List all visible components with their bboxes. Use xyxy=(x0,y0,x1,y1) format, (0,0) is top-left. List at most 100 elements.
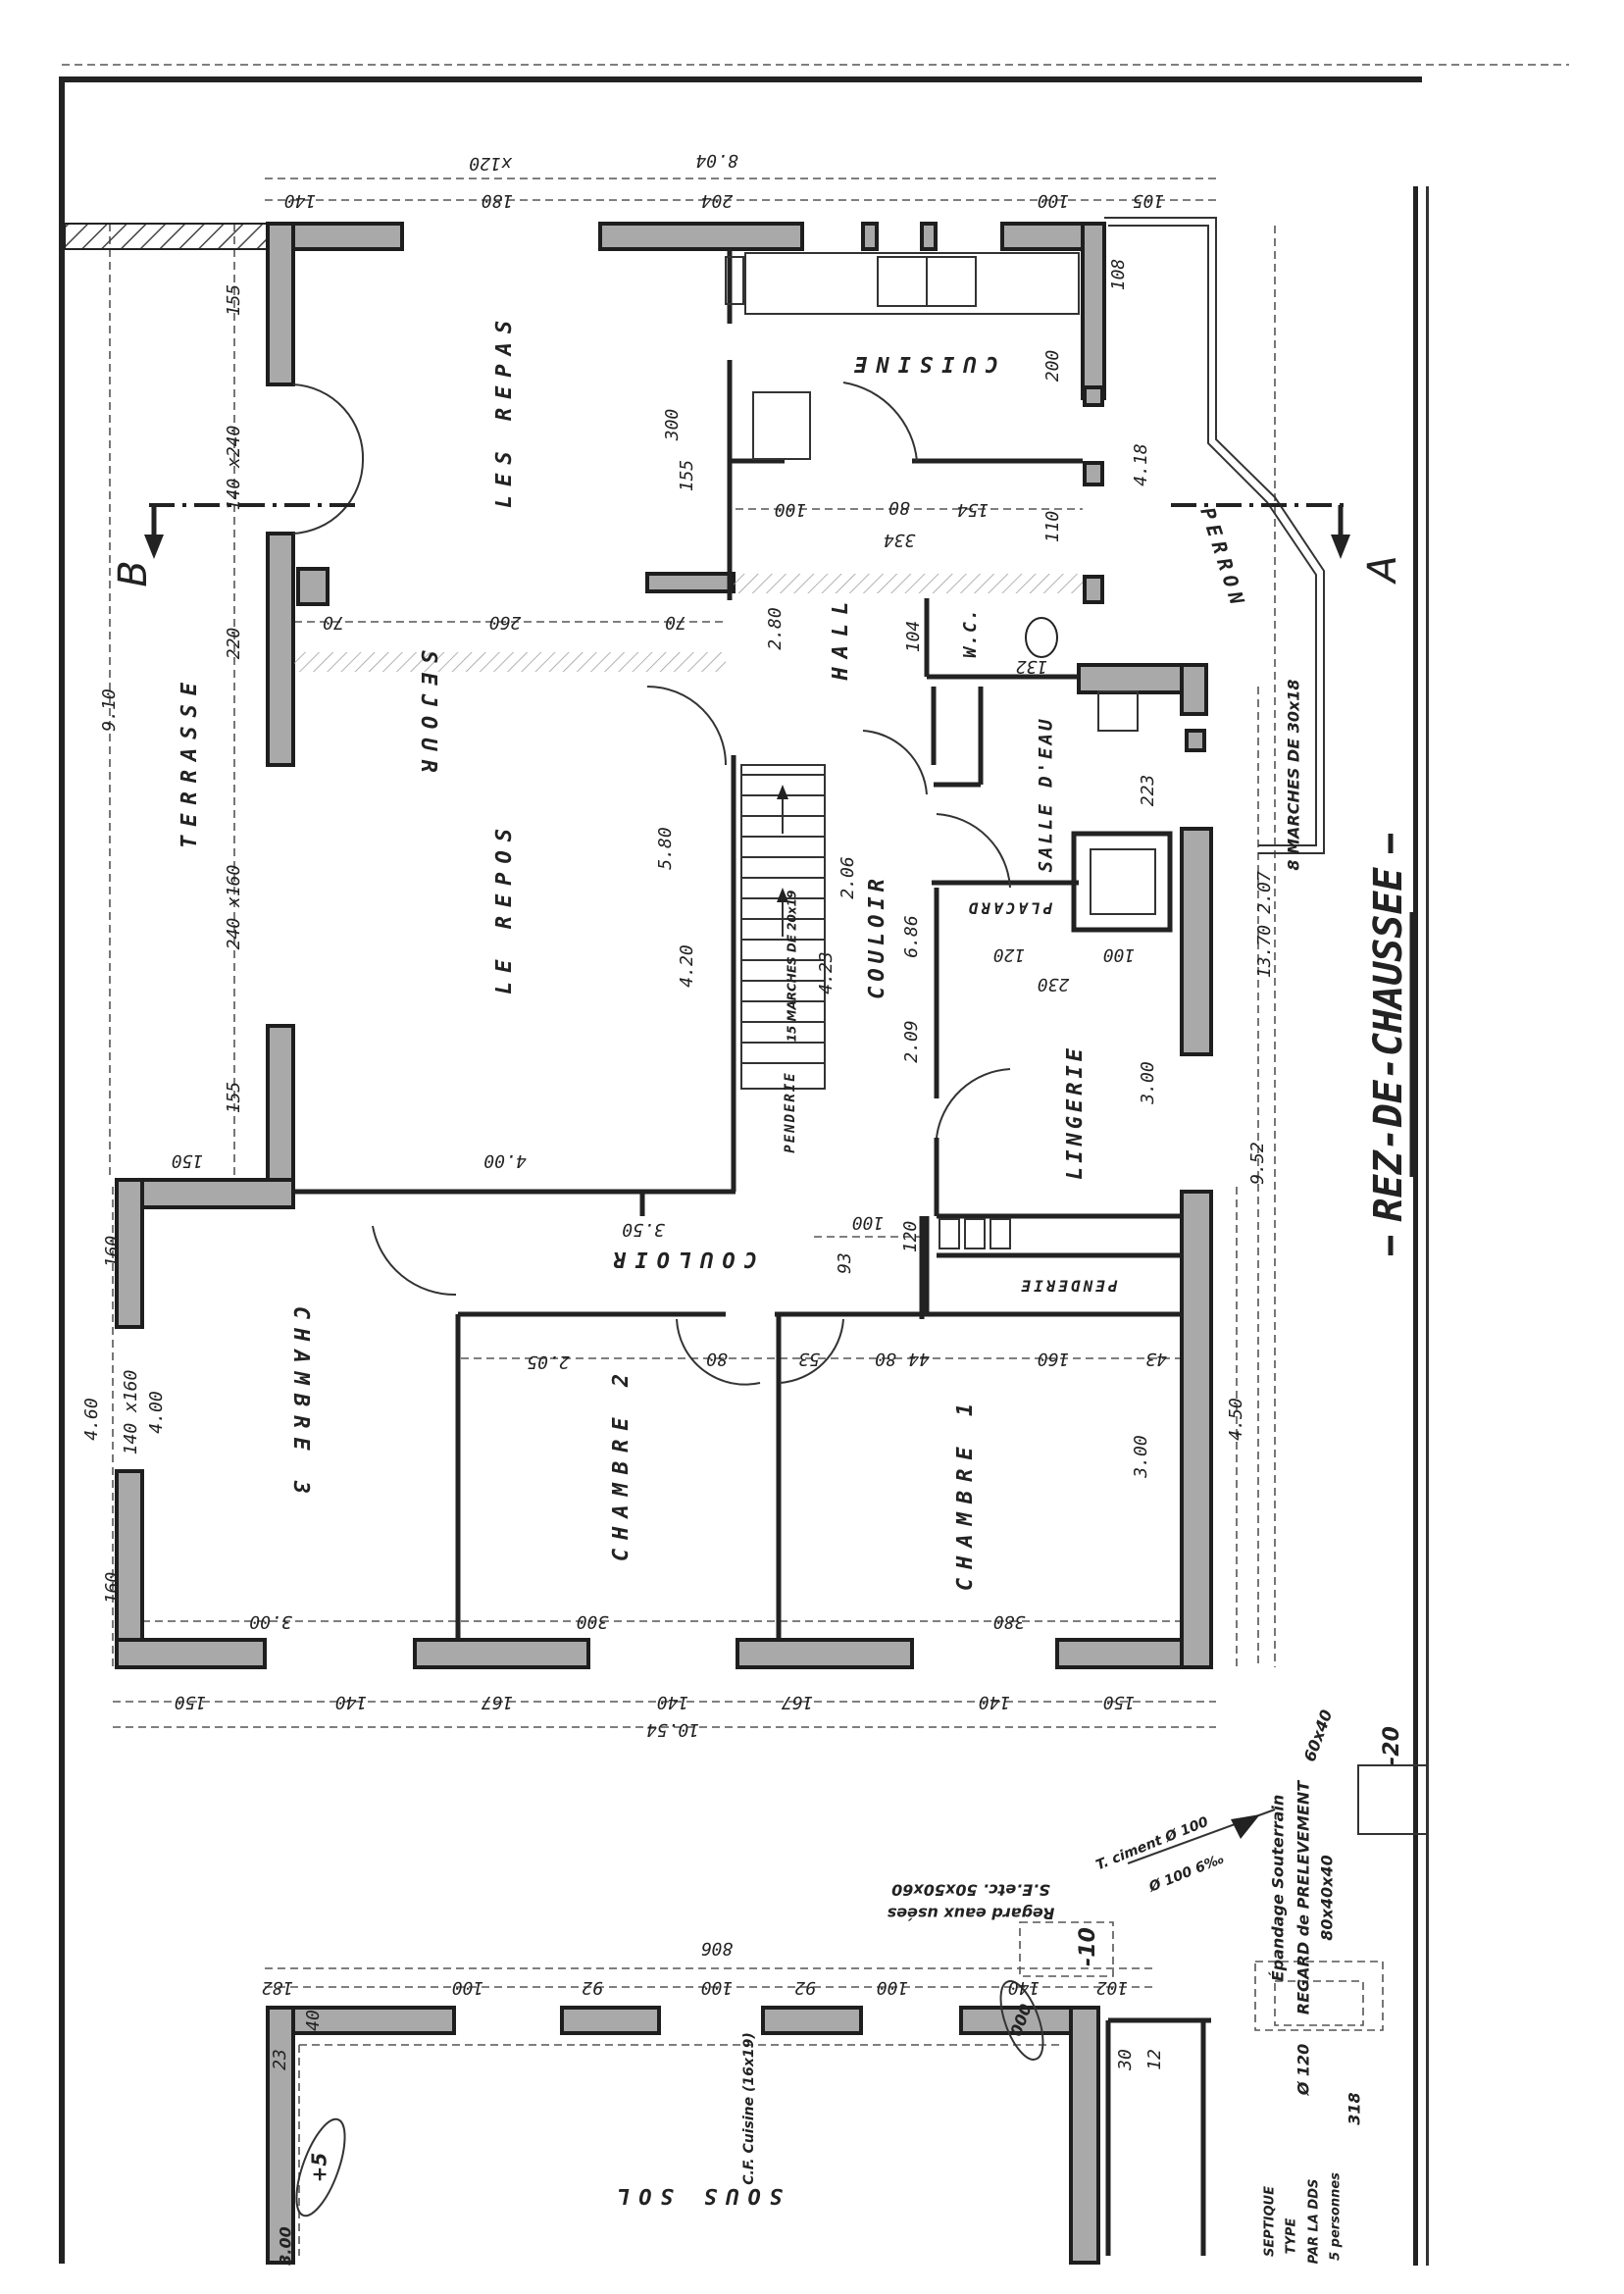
dimension-label: 3.00 xyxy=(1131,1435,1151,1478)
dimension-label: 132 xyxy=(1016,656,1048,677)
dimension-label: 100 xyxy=(701,1977,734,1998)
room-label-placard: PLACARD xyxy=(966,899,1052,918)
room-label-couloir-vertical: COULOIR xyxy=(865,874,889,999)
dimension-label: 2.80 xyxy=(765,607,786,649)
dimension-label: 240 x160 xyxy=(224,865,244,950)
dimension-label: 9.10 xyxy=(99,688,120,731)
note-regard-prelevement-dims: 80x40x40 xyxy=(1318,1855,1337,1940)
dimension-label: 155 xyxy=(224,284,244,317)
note-regard-dims: S.E.etc. 50x50x60 xyxy=(891,1881,1050,1900)
dimension-label: 120 xyxy=(993,944,1026,965)
room-label-chambre-1: CHAMBRE 1 xyxy=(953,1395,978,1591)
dimension-label: 150 xyxy=(1103,1692,1136,1712)
perron-outline xyxy=(1104,217,1325,854)
dimension-label: 53 xyxy=(798,1349,820,1369)
plan-title: REZ-DE-CHAUSSEE xyxy=(1366,834,1415,1255)
note-fosse-318: 318 xyxy=(1345,2092,1364,2124)
dimension-label: 100 xyxy=(1038,190,1070,211)
room-label-couloir-horizontal: COULOIR xyxy=(604,1247,757,1271)
dimension-label: 40 xyxy=(303,2010,324,2031)
dimension-label: 2.05 xyxy=(527,1351,569,1372)
dimension-label: 4.60 xyxy=(81,1398,102,1440)
dimension-label: 140 xyxy=(335,1692,368,1712)
dimension-label: 154 xyxy=(957,499,990,520)
dimension-label: 10.54 xyxy=(646,1719,699,1740)
dimension-label: 300 xyxy=(577,1611,610,1632)
dimension-label: 2.07 xyxy=(1254,871,1275,914)
terrace-hatch xyxy=(64,223,269,250)
dimension-label: 180 xyxy=(482,190,514,211)
dimension-label: 30 xyxy=(1115,2049,1136,2071)
dimension-label: 108 xyxy=(1108,259,1129,291)
section-marker-a: A xyxy=(1360,555,1405,585)
dimension-label: 3.00 xyxy=(249,1611,292,1632)
door-swings xyxy=(292,382,1011,1386)
room-label-lingerie: LINGERIE xyxy=(1063,1045,1088,1180)
room-label-perron: PERRON xyxy=(1195,504,1250,612)
dimension-label: 223 xyxy=(1138,775,1158,807)
dimension-label: 93 xyxy=(835,1252,855,1274)
room-label-les-repas: LES REPAS xyxy=(492,312,517,508)
note-marches-perron: 8 MARCHES DE 30x18 xyxy=(1285,679,1303,870)
dimension-label: 182 xyxy=(262,1977,294,1998)
toilet-bowl xyxy=(1025,617,1058,658)
exterior-walls xyxy=(115,222,1213,1669)
plan-title-text: REZ-DE-CHAUSSEE xyxy=(1366,866,1411,1221)
dimension-label: 300 xyxy=(662,409,683,442)
dimension-label: 230 xyxy=(1038,974,1070,994)
note-fosse-personnes: 5 personnes xyxy=(1329,2172,1344,2261)
sous-sol-walls xyxy=(266,1764,1428,2265)
room-label-chambre-2: CHAMBRE 2 xyxy=(609,1365,634,1561)
dimension-label: 100 xyxy=(452,1977,484,1998)
dimension-label: 92 xyxy=(794,1977,816,1998)
dimension-label: 150 xyxy=(175,1692,207,1712)
note-fosse-type: TYPE xyxy=(1285,2218,1299,2255)
room-label-hall: HALL xyxy=(829,593,853,682)
interior-walls xyxy=(292,249,1182,1640)
room-label-terrasse: TERRASSE xyxy=(178,674,202,848)
section-marker-b: B xyxy=(111,560,156,586)
dimension-label: 155 xyxy=(677,460,697,492)
dimension-label: 70 xyxy=(323,612,344,633)
dimension-label: 80 xyxy=(706,1349,728,1369)
dimension-label: 100 xyxy=(877,1977,909,1998)
room-label-le-repos: LE REPOS xyxy=(492,820,517,994)
dimension-label: 3.50 xyxy=(622,1219,665,1240)
note-regard-eaux-usees: Regard eaux usées xyxy=(888,1905,1055,1923)
dimension-label: 160 xyxy=(102,1236,123,1268)
kitchen-fixtures xyxy=(725,252,1080,460)
dimension-label: 150 xyxy=(172,1150,204,1171)
note-sous-sol-300: 3.00 xyxy=(277,2226,295,2265)
dimension-label: 110 xyxy=(1042,511,1063,543)
dimension-label: 160 xyxy=(1038,1349,1070,1369)
note-plus-5: +5 xyxy=(308,2153,331,2183)
room-labels: TERRASSE SEJOUR LES REPAS LE REPOS CUISI… xyxy=(178,312,1251,2208)
note-tuyau-2: Ø 100 6‰ xyxy=(1146,1851,1227,1896)
dimension-label: 92 xyxy=(582,1977,603,1998)
dimension-label: 4.23 xyxy=(816,951,837,994)
dimension-label: 155 xyxy=(224,1082,244,1114)
dimension-label: 100 xyxy=(1103,944,1136,965)
room-label-salle-deau: SALLE D'EAU xyxy=(1036,717,1057,873)
dimension-label: 380 xyxy=(993,1611,1027,1632)
sheet-frame xyxy=(59,64,1569,2266)
note-level-minus-20: -20 xyxy=(1380,1726,1404,1765)
dimension-label: 260 xyxy=(489,612,522,633)
room-label-penderie-lower: PENDERIE xyxy=(1018,1277,1117,1296)
dimension-label: 4.50 xyxy=(1226,1398,1246,1440)
dimension-label: 140 x160 xyxy=(121,1370,141,1455)
note-fosse-120: Ø 120 xyxy=(1294,2044,1313,2097)
dimension-label: 220 xyxy=(224,628,244,660)
dimension-label: 120 xyxy=(900,1221,921,1253)
dimension-label: 102 xyxy=(1096,1977,1129,1998)
dimension-label: 167 xyxy=(482,1692,514,1712)
dimension-label: 105 xyxy=(1133,190,1165,211)
dimension-label: 9.52 xyxy=(1247,1142,1268,1184)
dimension-label: 80 xyxy=(888,497,910,518)
dimension-label: 140 xyxy=(657,1692,689,1712)
room-label-penderie-stair: PENDERIE xyxy=(783,1071,798,1152)
room-label-sejour: SEJOUR xyxy=(416,650,440,781)
dimension-label: 70 xyxy=(665,612,686,633)
